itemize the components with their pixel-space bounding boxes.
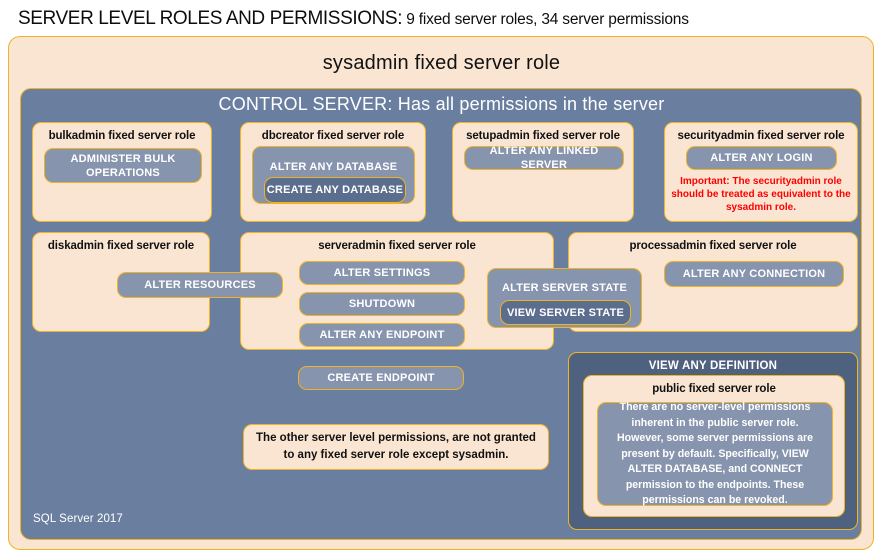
permission-label: ALTER SETTINGS — [333, 267, 431, 279]
permission-label: CREATE ANY DATABASE — [266, 184, 404, 196]
permission-alter-any-linked-server: ALTER ANY LINKED SERVER — [464, 145, 624, 171]
permission-label: ADMINISTER BULK OPERATIONS — [70, 152, 176, 179]
permission-label: VIEW SERVER STATE — [506, 306, 625, 319]
permission-shutdown: SHUTDOWN — [299, 292, 465, 316]
footer-label: SQL Server 2017 — [33, 513, 123, 525]
page-title: SERVER LEVEL ROLES AND PERMISSIONS: 9 fi… — [18, 8, 868, 34]
permission-label: ALTER RESOURCES — [144, 279, 256, 291]
permission-alter-resources: ALTER RESOURCES — [117, 272, 283, 298]
permission-label: ALTER ANY CONNECTION — [682, 268, 826, 280]
role-box-serveradmin: serveradmin fixed server role ALTER SETT… — [240, 232, 554, 350]
permission-label: SHUTDOWN — [348, 298, 416, 310]
role-title-diskadmin: diskadmin fixed server role — [47, 240, 195, 252]
role-title-processadmin: processadmin fixed server role — [629, 240, 797, 252]
permission-label: ALTER ANY ENDPOINT — [319, 329, 445, 341]
securityadmin-warning: Important: The securityadmin role should… — [671, 176, 851, 213]
role-title-securityadmin: securityadmin fixed server role — [677, 130, 845, 142]
permission-alter-any-endpoint: ALTER ANY ENDPOINT — [299, 323, 465, 347]
public-description-box: There are no server-level permissions in… — [597, 400, 833, 506]
permission-label: ALTER ANY LINKED SERVER — [489, 145, 599, 171]
permission-alter-any-login: ALTER ANY LOGIN — [686, 146, 837, 170]
role-title-bulkadmin: bulkadmin fixed server role — [48, 130, 196, 142]
permission-alter-settings: ALTER SETTINGS — [299, 261, 465, 285]
permission-label: ALTER ANY DATABASE — [269, 161, 398, 173]
permission-label: ALTER SERVER STATE — [501, 282, 628, 294]
permission-label: ALTER ANY LOGIN — [710, 152, 813, 164]
sysadmin-label: sysadmin fixed server role — [322, 52, 561, 74]
role-title-setupadmin: setupadmin fixed server role — [466, 130, 620, 142]
view-any-definition-label: VIEW ANY DEFINITION — [648, 360, 778, 372]
note-box: The other server level permissions, are … — [243, 424, 549, 470]
permission-alter-server-state: ALTER SERVER STATE VIEW SERVER STATE — [487, 268, 642, 328]
permission-alter-any-connection: ALTER ANY CONNECTION — [664, 261, 844, 287]
role-box-bulkadmin: bulkadmin fixed server role ADMINISTER B… — [32, 122, 212, 222]
permission-administer-bulk-operations: ADMINISTER BULK OPERATIONS — [44, 148, 202, 183]
permission-alter-any-database: ALTER ANY DATABASE CREATE ANY DATABASE — [252, 146, 415, 204]
page-title-strong: SERVER LEVEL ROLES AND PERMISSIONS: — [18, 8, 403, 29]
permission-label: CREATE ENDPOINT — [327, 372, 435, 384]
public-description-text: There are no server-level permissions in… — [616, 400, 814, 506]
role-title-serveradmin: serveradmin fixed server role — [318, 240, 476, 252]
page-title-rest: 9 fixed server roles, 34 server permissi… — [402, 11, 689, 28]
permission-create-endpoint: CREATE ENDPOINT — [298, 366, 464, 390]
view-any-definition-panel: VIEW ANY DEFINITION public fixed server … — [568, 352, 858, 530]
control-server-label: CONTROL SERVER: Has all permissions in t… — [218, 94, 665, 114]
role-box-dbcreator: dbcreator fixed server role ALTER ANY DA… — [240, 122, 426, 222]
role-box-setupadmin: setupadmin fixed server role ALTER ANY L… — [452, 122, 634, 222]
role-title-public: public fixed server role — [652, 383, 776, 395]
role-box-securityadmin: securityadmin fixed server role ALTER AN… — [664, 122, 858, 222]
permission-create-any-database: CREATE ANY DATABASE — [264, 177, 406, 203]
role-title-dbcreator: dbcreator fixed server role — [261, 130, 405, 142]
role-box-public: public fixed server role There are no se… — [583, 375, 845, 517]
note-text: The other server level permissions, are … — [256, 432, 536, 461]
permission-view-server-state: VIEW SERVER STATE — [500, 300, 631, 325]
